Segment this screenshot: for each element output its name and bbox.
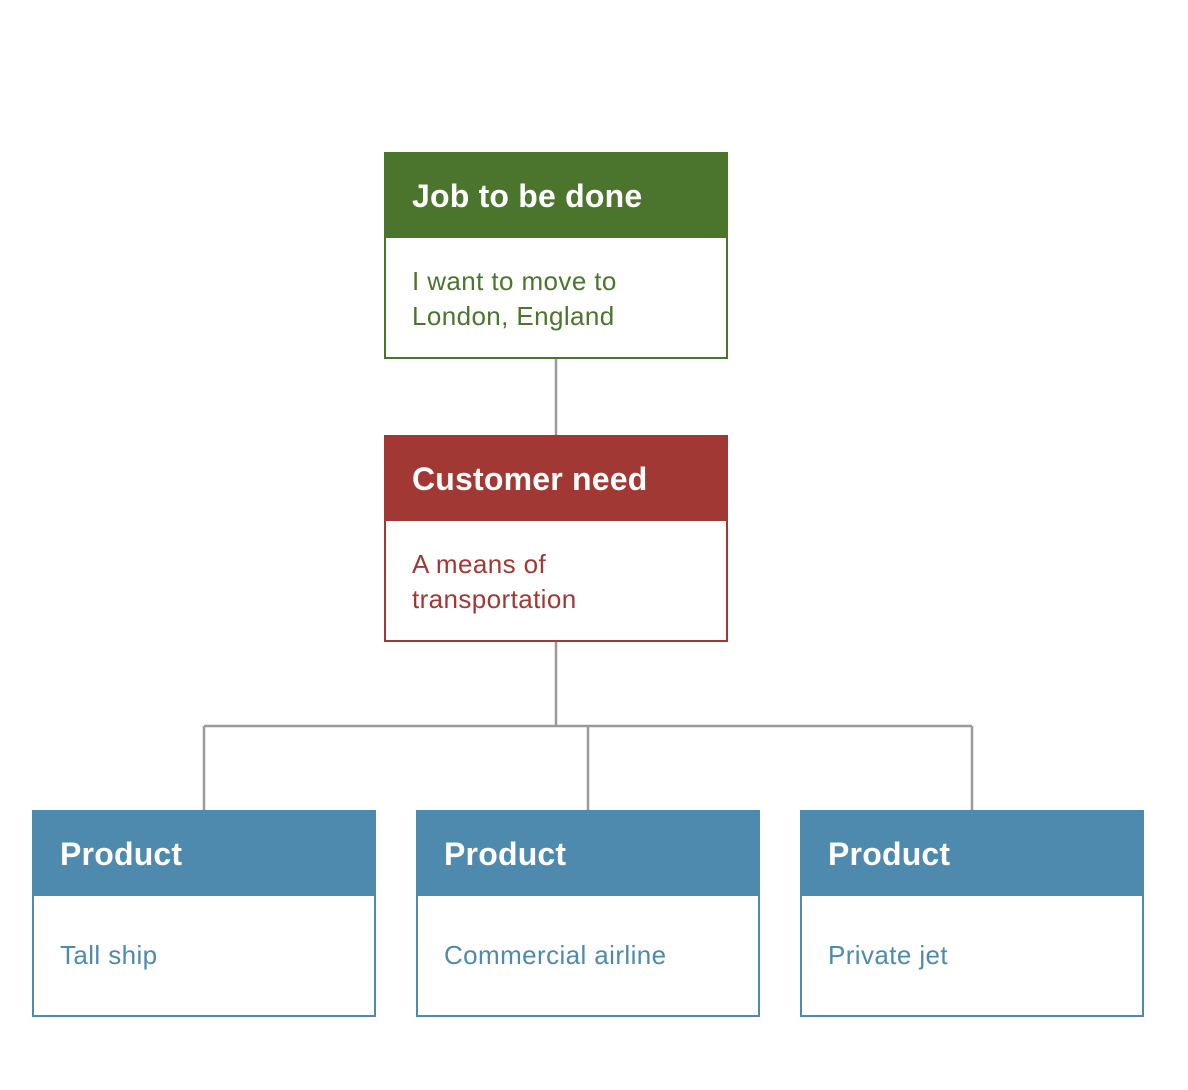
job-box-text-line1: I want to move to (412, 266, 617, 296)
product-box-title: Product (60, 835, 183, 872)
product-box-body: Tall ship (34, 896, 374, 973)
product-box-header: Product (34, 812, 374, 896)
job-to-be-done-box: Job to be done I want to move to London,… (384, 152, 728, 359)
customer-need-box: Customer need A means of transportation (384, 435, 728, 642)
job-box-header: Job to be done (386, 154, 726, 238)
job-box-body: I want to move to London, England (386, 238, 726, 334)
product-box-header: Product (802, 812, 1142, 896)
need-box-text-line2: transportation (412, 584, 577, 614)
need-box-body: A means of transportation (386, 521, 726, 617)
job-box-title: Job to be done (412, 177, 643, 214)
need-box-text-line1: A means of (412, 549, 547, 579)
product-box-title: Product (444, 835, 567, 872)
product-box-body: Private jet (802, 896, 1142, 973)
product-box-3: Product Private jet (800, 810, 1144, 1017)
product-box-title: Product (828, 835, 951, 872)
product-box-body: Commercial airline (418, 896, 758, 973)
product-box-text: Commercial airline (444, 940, 667, 970)
job-box-text-line2: London, England (412, 301, 615, 331)
need-box-title: Customer need (412, 460, 648, 497)
product-box-1: Product Tall ship (32, 810, 376, 1017)
need-box-header: Customer need (386, 437, 726, 521)
product-box-text: Private jet (828, 940, 949, 970)
product-box-2: Product Commercial airline (416, 810, 760, 1017)
product-box-text: Tall ship (60, 940, 158, 970)
product-box-header: Product (418, 812, 758, 896)
